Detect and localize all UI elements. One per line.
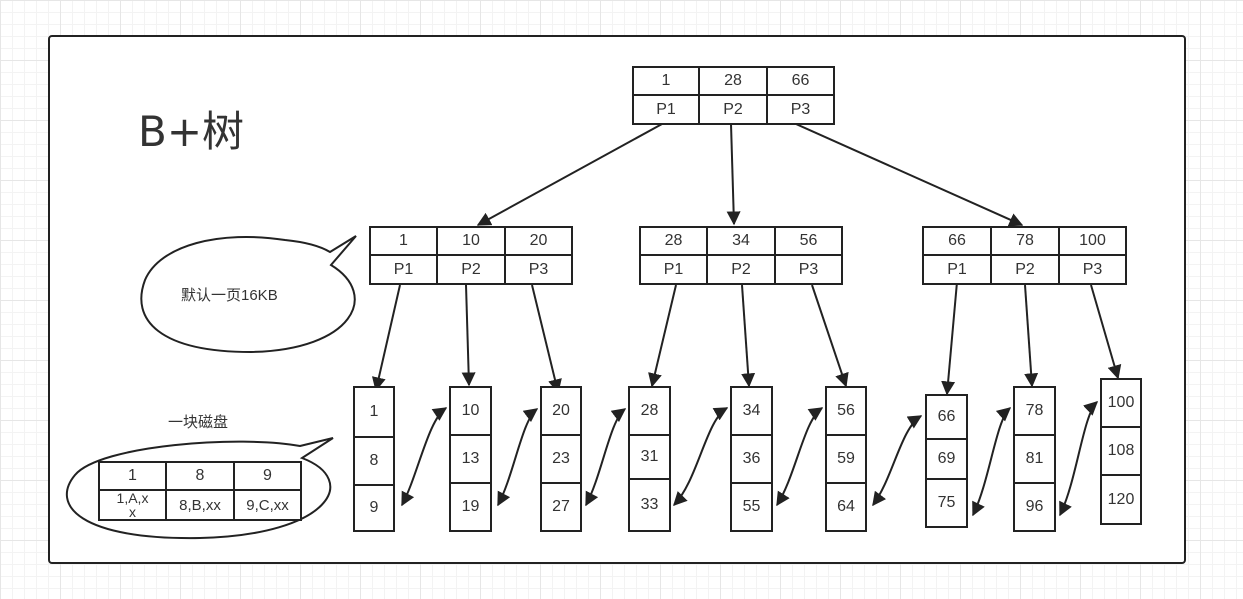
- leaf-key: 13: [451, 436, 490, 484]
- leaf-key: 31: [630, 436, 669, 480]
- root-key: 1: [634, 68, 700, 96]
- leaf-sibling-link: [872, 415, 923, 507]
- leaf-key: 28: [630, 388, 669, 436]
- pointer-arrow: [941, 281, 958, 396]
- internal-key: 20: [506, 228, 571, 256]
- internal-pointer: P2: [708, 256, 776, 283]
- internal-node-2: 28 34 56 P1 P2 P3: [639, 226, 843, 285]
- disk-row: 9,C,xx: [246, 496, 289, 514]
- leaf-key: 78: [1015, 388, 1054, 436]
- internal-pointer: P3: [798, 260, 819, 278]
- leaf-key: 27: [552, 498, 570, 515]
- root-pointer: P2: [700, 96, 768, 123]
- leaf-sibling-link: [585, 408, 627, 507]
- leaf-key: 69: [927, 440, 966, 480]
- internal-node-3: 66 78 100 P1 P2 P3: [922, 226, 1127, 285]
- leaf-sibling-link: [401, 407, 448, 507]
- leaf-sibling-link: [776, 407, 824, 507]
- internal-pointer: P2: [992, 256, 1060, 283]
- internal-key: 56: [776, 228, 841, 256]
- root-pointer: P1: [634, 96, 700, 123]
- internal-pointer: P1: [371, 256, 438, 283]
- leaf-key: 120: [1107, 490, 1135, 508]
- leaf-key: 10: [451, 388, 490, 436]
- pointer-arrow: [1024, 284, 1039, 388]
- internal-key: 100: [1060, 228, 1125, 256]
- leaf-key: 75: [937, 494, 956, 511]
- leaf-node-5: 34 36 55: [730, 386, 773, 532]
- root-child-arrow: [726, 123, 741, 226]
- leaf-key: 96: [1025, 498, 1044, 515]
- disk-row: 1,A,x x: [100, 491, 167, 519]
- internal-pointer: P1: [641, 256, 708, 283]
- pointer-arrow: [811, 284, 849, 388]
- leaf-key: 108: [1102, 428, 1140, 476]
- internal-key: 66: [924, 228, 992, 256]
- disk-key: 8: [167, 463, 235, 491]
- leaf-node-9: 100 108 120: [1100, 378, 1142, 525]
- leaf-key: 19: [461, 498, 480, 515]
- leaf-key: 64: [837, 498, 855, 515]
- pointer-arrow: [1090, 284, 1122, 380]
- internal-key: 28: [641, 228, 708, 256]
- pointer-arrow: [531, 284, 562, 394]
- page-callout-bubble: [140, 235, 357, 354]
- root-key: 66: [768, 68, 833, 96]
- leaf-sibling-link: [673, 407, 729, 507]
- internal-key: 34: [708, 228, 776, 256]
- internal-pointer: P1: [924, 256, 992, 283]
- root-child-arrow: [476, 123, 663, 226]
- leaf-node-1: 1 8 9: [353, 386, 395, 532]
- disk-key: 1: [100, 463, 167, 491]
- leaf-key: 66: [927, 396, 966, 440]
- leaf-node-8: 78 81 96: [1013, 386, 1056, 532]
- disk-key: 9: [235, 463, 300, 491]
- leaf-sibling-link: [972, 407, 1012, 517]
- leaf-key: 1: [355, 388, 393, 438]
- pointer-arrow: [461, 284, 476, 387]
- leaf-key: 9: [369, 499, 379, 516]
- pointer-arrow: [741, 284, 756, 388]
- leaf-key: 100: [1102, 380, 1140, 428]
- internal-pointer: P3: [1082, 260, 1103, 278]
- internal-pointer: P2: [438, 256, 506, 283]
- leaf-node-3: 20 23 27: [540, 386, 582, 532]
- diagram-title: B+树: [138, 107, 245, 156]
- page-size-note: 默认一页16KB: [181, 287, 278, 304]
- root-node: 1 28 66 P1 P2 P3: [632, 66, 835, 125]
- root-child-arrow: [795, 123, 1024, 227]
- leaf-key: 81: [1015, 436, 1054, 484]
- leaf-node-2: 10 13 19: [449, 386, 492, 532]
- leaf-key: 23: [542, 436, 580, 484]
- leaf-key: 36: [732, 436, 771, 484]
- leaf-key: 34: [732, 388, 771, 436]
- disk-record-table: 1 8 9 1,A,x x 8,B,xx 9,C,xx: [98, 461, 302, 521]
- internal-pointer: P3: [528, 260, 549, 278]
- pointer-arrow: [371, 284, 401, 392]
- leaf-key: 8: [355, 438, 393, 486]
- leaf-node-6: 56 59 64: [825, 386, 867, 532]
- leaf-sibling-link: [1059, 401, 1099, 517]
- internal-node-1: 1 10 20 P1 P2 P3: [369, 226, 573, 285]
- leaf-key: 55: [742, 498, 761, 515]
- root-pointer: P3: [790, 100, 811, 118]
- leaf-sibling-link: [497, 408, 539, 507]
- leaf-node-4: 28 31 33: [628, 386, 671, 532]
- leaf-key: 59: [827, 436, 865, 484]
- disk-row: 8,B,xx: [167, 491, 235, 519]
- pointer-arrow: [648, 284, 677, 388]
- leaf-key: 33: [640, 496, 659, 513]
- leaf-node-7: 66 69 75: [925, 394, 968, 528]
- disk-block-label: 一块磁盘: [168, 414, 229, 431]
- leaf-key: 20: [542, 388, 580, 436]
- leaf-key: 56: [827, 388, 865, 436]
- internal-key: 10: [438, 228, 506, 256]
- internal-key: 1: [371, 228, 438, 256]
- root-key: 28: [700, 68, 768, 96]
- internal-key: 78: [992, 228, 1060, 256]
